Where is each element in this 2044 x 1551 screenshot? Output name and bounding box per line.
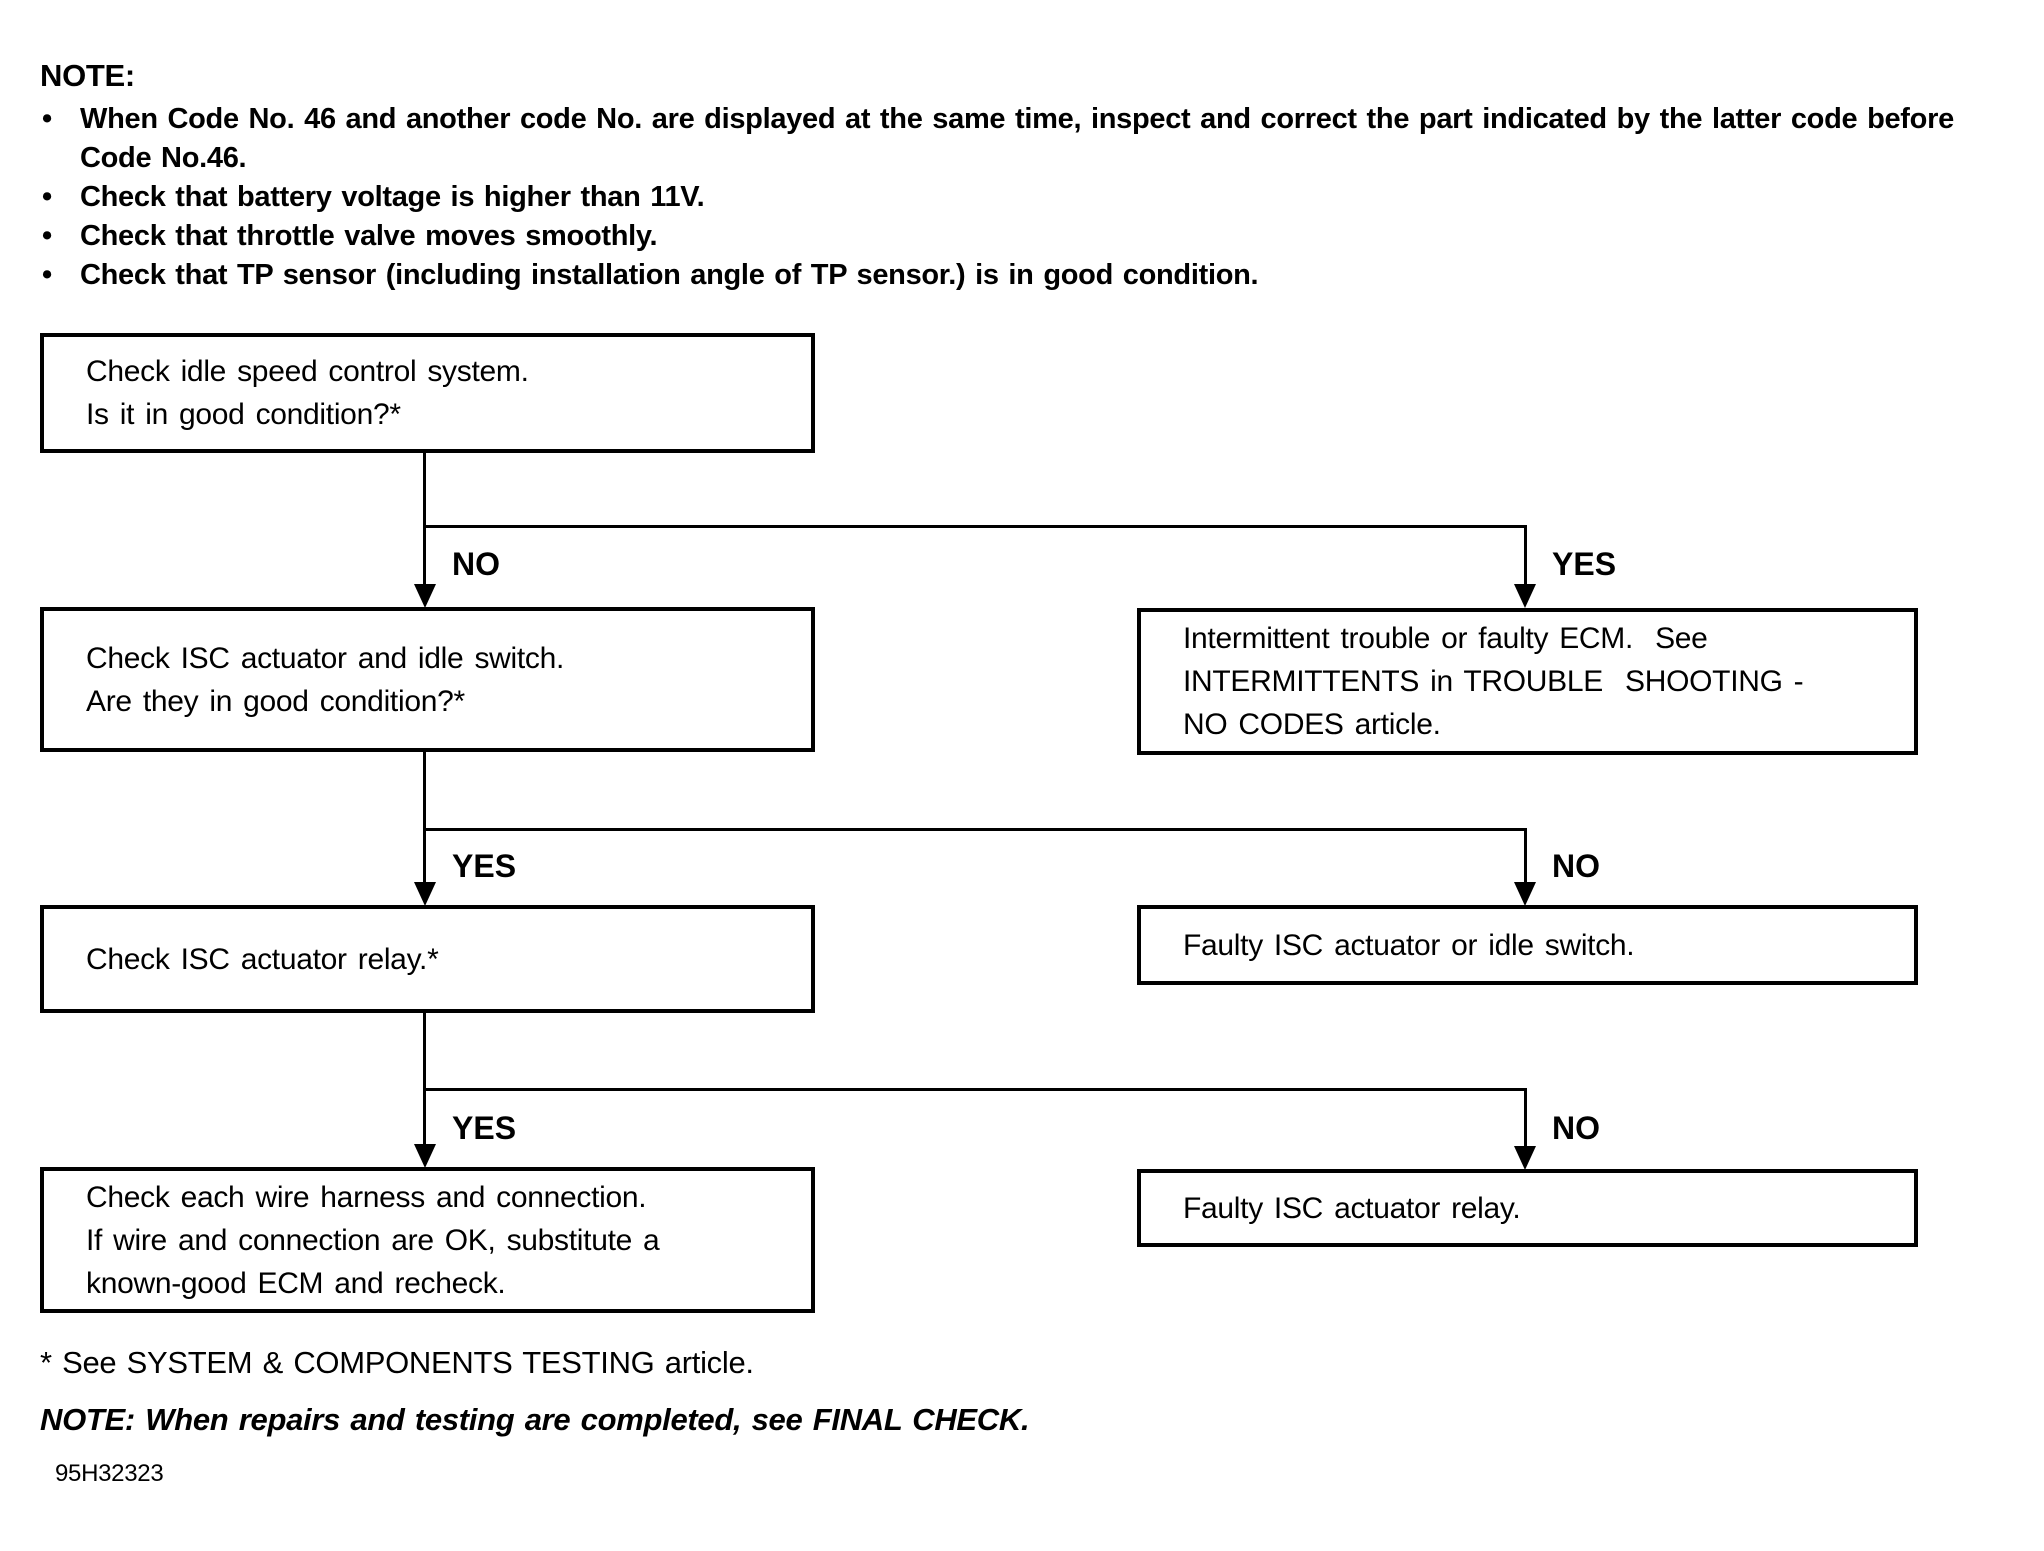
connector-line <box>423 752 426 886</box>
bullet-icon: • <box>42 181 52 213</box>
bullet-icon: • <box>42 259 52 291</box>
figure-code: 95H32323 <box>55 1460 164 1487</box>
box-text-line: Check each wire harness and connection. <box>86 1180 647 1214</box>
box-text-line: Check ISC actuator relay.* <box>86 942 439 976</box>
note-bullet-text: Check that throttle valve moves smoothly… <box>80 220 658 252</box>
connector-line <box>423 1013 426 1148</box>
arrow-down-icon <box>1514 1146 1536 1170</box>
note-bullet-text: When Code No. 46 and another code No. ar… <box>80 103 1954 174</box>
branch-label-no: NO <box>452 546 500 582</box>
box-text-line: NO CODES article. <box>1183 708 1441 741</box>
connector-line <box>423 828 1527 831</box>
arrow-down-icon <box>1514 584 1536 608</box>
branch-label-no: NO <box>1552 1110 1600 1146</box>
connector-line <box>1524 1088 1527 1148</box>
box-text-line: Intermittent trouble or faulty ECM. See <box>1183 622 1708 655</box>
arrow-down-icon <box>414 584 436 608</box>
flow-box-intermittent-trouble: Intermittent trouble or faulty ECM. See … <box>1137 608 1918 755</box>
arrow-down-icon <box>414 1144 436 1168</box>
connector-line <box>1524 525 1527 588</box>
note-bullet-item: • Check that throttle valve moves smooth… <box>40 217 1992 256</box>
note-bullet-item: • When Code No. 46 and another code No. … <box>40 100 1992 178</box>
flow-box-check-wire-harness: Check each wire harness and connection. … <box>40 1167 815 1313</box>
arrow-down-icon <box>1514 882 1536 906</box>
flow-box-check-idle-speed-control: Check idle speed control system. Is it i… <box>40 333 815 453</box>
bullet-icon: • <box>42 220 52 252</box>
flow-box-check-isc-actuator-relay: Check ISC actuator relay.* <box>40 905 815 1013</box>
connector-line <box>423 525 1527 528</box>
box-text-line: Faulty ISC actuator or idle switch. <box>1183 928 1635 962</box>
box-text-line: known-good ECM and recheck. <box>86 1266 506 1300</box>
connector-line <box>423 453 426 588</box>
branch-label-no: NO <box>1552 848 1600 884</box>
box-text-line: Are they in good condition?* <box>86 684 465 718</box>
arrow-down-icon <box>414 882 436 906</box>
box-text-line: Check ISC actuator and idle switch. <box>86 641 565 675</box>
note-list: • When Code No. 46 and another code No. … <box>40 100 1992 295</box>
footnote-final-check: NOTE: When repairs and testing are compl… <box>40 1402 1030 1437</box>
branch-label-yes: YES <box>452 1110 517 1146</box>
connector-line <box>1524 828 1527 886</box>
note-bullet-item: • Check that battery voltage is higher t… <box>40 178 1992 217</box>
branch-label-yes: YES <box>1552 546 1617 582</box>
flow-box-faulty-isc-actuator-relay: Faulty ISC actuator relay. <box>1137 1169 1918 1247</box>
box-text-line: Is it in good condition?* <box>86 398 401 431</box>
bullet-icon: • <box>42 103 52 135</box>
box-text-line: If wire and connection are OK, substitut… <box>86 1223 660 1257</box>
footnote-asterisk: * See SYSTEM & COMPONENTS TESTING articl… <box>40 1345 754 1380</box>
box-text-line: INTERMITTENTS in TROUBLE SHOOTING - <box>1183 665 1804 698</box>
box-text-line: Check idle speed control system. <box>86 355 529 388</box>
connector-line <box>423 1088 1527 1091</box>
note-title: NOTE: <box>40 58 135 93</box>
flow-box-faulty-isc-actuator-or-idle-switch: Faulty ISC actuator or idle switch. <box>1137 905 1918 985</box>
box-text-line: Faulty ISC actuator relay. <box>1183 1191 1521 1225</box>
note-bullet-item: • Check that TP sensor (including instal… <box>40 256 1992 295</box>
note-bullet-text: Check that TP sensor (including installa… <box>80 259 1259 291</box>
branch-label-yes: YES <box>452 848 517 884</box>
note-bullet-text: Check that battery voltage is higher tha… <box>80 181 705 213</box>
flow-box-check-isc-actuator-idle-switch: Check ISC actuator and idle switch. Are … <box>40 607 815 752</box>
